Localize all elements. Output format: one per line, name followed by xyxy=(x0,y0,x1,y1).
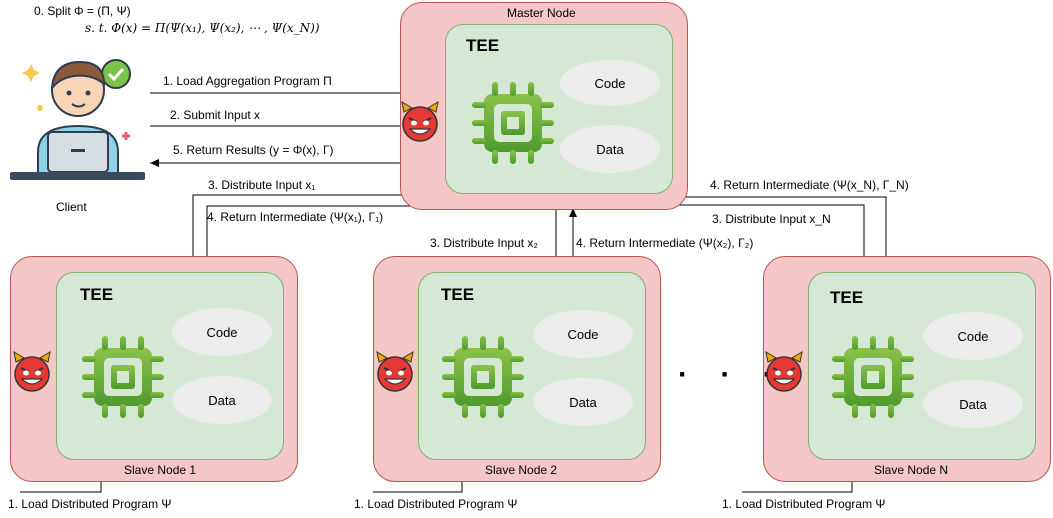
slave-1-devil-icon xyxy=(13,350,51,392)
arrow-distribute-1 xyxy=(189,194,487,270)
more-nodes-ellipsis: · · · xyxy=(678,358,785,391)
label-distribute-2: 3. Distribute Input x₂ xyxy=(430,236,539,250)
slave-N-tee-title: TEE xyxy=(830,288,864,307)
master-code: Code xyxy=(560,60,660,106)
master-tee-title: TEE xyxy=(466,36,500,55)
label-distribute-N: 3. Distribute Input x_N xyxy=(712,212,831,226)
slave-2-code: Code xyxy=(533,310,633,358)
label-return-results: 5. Return Results (y = Φ(x), Γ) xyxy=(173,143,334,157)
master-data: Data xyxy=(560,125,660,173)
slave-2-title: Slave Node 2 xyxy=(485,463,558,477)
slave-2-data: Data xyxy=(533,378,633,426)
arrow-distribute-N xyxy=(633,204,868,270)
label-return-2: 4. Return Intermediate (Ψ(x₂), Γ₂) xyxy=(576,236,754,250)
label-load-aggregation: 1. Load Aggregation Program Π xyxy=(163,74,332,88)
label-submit-input: 2. Submit Input x xyxy=(170,108,261,122)
master-devil-icon xyxy=(401,100,439,142)
arrow-return-1 xyxy=(206,202,478,270)
client-person-icon xyxy=(10,59,145,180)
label-return-1: 4. Return Intermediate (Ψ(x₁), Γ₁) xyxy=(207,210,384,224)
arrow-return-N xyxy=(641,193,887,270)
slave-2-cpu-chip-icon xyxy=(442,336,524,418)
slave-2-load-label: 1. Load Distributed Program Ψ xyxy=(354,497,518,511)
slave-N-data: Data xyxy=(923,380,1023,428)
slave-N-code: Code xyxy=(923,312,1023,360)
label-return-N: 4. Return Intermediate (Ψ(x_N), Γ_N) xyxy=(710,178,909,192)
master-cpu-chip-icon xyxy=(472,82,554,164)
slave-1-title: Slave Node 1 xyxy=(124,463,197,477)
slave-N-devil-icon xyxy=(765,350,803,392)
split-line-1: 0. Split Φ = (Π, Ψ) xyxy=(34,4,131,18)
slave-1-tee-title: TEE xyxy=(80,285,114,304)
slave-1-code: Code xyxy=(172,308,272,356)
slave-1-cpu-chip-icon xyxy=(82,336,164,418)
slave-N-title: Slave Node N xyxy=(874,463,949,477)
label-distribute-1: 3. Distribute Input x₁ xyxy=(208,178,316,192)
slave-N-cpu-chip-icon xyxy=(832,336,914,418)
split-line-2: s. t. Φ(x) = Π(Ψ(x₁), Ψ(x₂), ⋯ , Ψ(x_N)) xyxy=(85,21,320,35)
slave-2-devil-icon xyxy=(376,350,414,392)
slave-1-data: Data xyxy=(172,376,272,424)
slave-1-load-label: 1. Load Distributed Program Ψ xyxy=(8,497,172,511)
slave-2-tee-title: TEE xyxy=(441,285,475,304)
master-node-title: Master Node xyxy=(507,6,576,20)
slave-N-load-label: 1. Load Distributed Program Ψ xyxy=(722,497,886,511)
client-label: Client xyxy=(56,200,87,214)
